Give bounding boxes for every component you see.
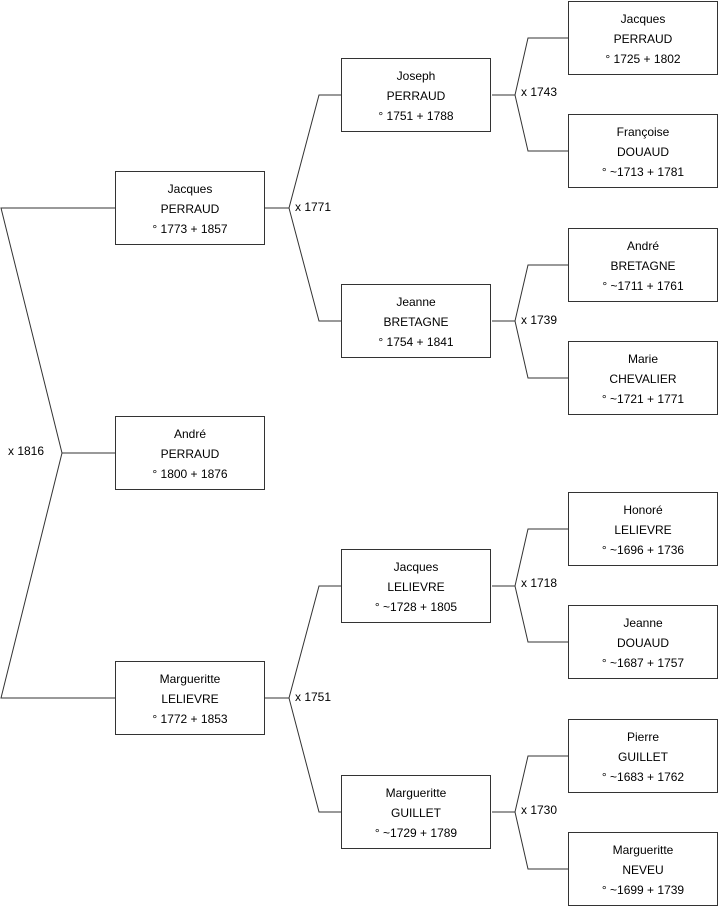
marriage-label-f: x 1771 xyxy=(295,200,332,214)
person-dates: ° ~1729 + 1789 xyxy=(374,826,458,840)
person-last-name: PERRAUD xyxy=(386,89,446,103)
person-dates: ° 1725 + 1802 xyxy=(605,52,681,66)
person-first-name: Margueritte xyxy=(385,786,447,800)
person-last-name: LELIEVRE xyxy=(387,580,445,594)
person-first-name: Françoise xyxy=(616,125,670,139)
person-dates: ° 1751 + 1788 xyxy=(378,109,454,123)
person-first-name: Marie xyxy=(627,352,658,366)
person-box-fff[interactable]: Jacques PERRAUD ° 1725 + 1802 xyxy=(568,1,718,75)
marriage-label-root: x 1816 xyxy=(8,444,45,458)
person-first-name: Honoré xyxy=(623,503,663,517)
person-last-name: NEVEU xyxy=(622,863,664,877)
person-first-name: Joseph xyxy=(396,69,436,83)
person-first-name: André xyxy=(173,427,207,441)
person-box-mmf[interactable]: Pierre GUILLET ° ~1683 + 1762 xyxy=(568,719,718,793)
person-box-mf[interactable]: Jacques LELIEVRE ° ~1728 + 1805 xyxy=(341,549,491,623)
person-box-fmf[interactable]: André BRETAGNE ° ~1711 + 1761 xyxy=(568,228,718,302)
marriage-label-mf: x 1718 xyxy=(521,576,558,590)
person-last-name: DOUAUD xyxy=(616,636,669,650)
person-last-name: GUILLET xyxy=(390,806,441,820)
connector-m-mother xyxy=(288,697,341,813)
connector-ff-father xyxy=(492,37,568,96)
connector-fm-mother xyxy=(514,320,568,379)
person-last-name: PERRAUD xyxy=(613,32,673,46)
person-last-name: PERRAUD xyxy=(160,447,220,461)
person-box-ff[interactable]: Joseph PERRAUD ° 1751 + 1788 xyxy=(341,58,491,132)
person-first-name: André xyxy=(626,239,660,253)
connector-f-father xyxy=(265,94,341,209)
person-dates: ° ~1696 + 1736 xyxy=(601,543,685,557)
connector-mm-father xyxy=(492,755,568,813)
person-dates: ° 1773 + 1857 xyxy=(152,222,228,236)
connector-root-father xyxy=(0,207,115,454)
person-box-father[interactable]: Jacques PERRAUD ° 1773 + 1857 xyxy=(115,171,265,245)
person-dates: ° ~1713 + 1781 xyxy=(601,165,685,179)
person-last-name: CHEVALIER xyxy=(609,372,677,386)
connector-fm-father xyxy=(492,264,568,322)
marriage-label-mm: x 1730 xyxy=(521,803,558,817)
marriage-label-ff: x 1743 xyxy=(521,85,558,99)
person-last-name: BRETAGNE xyxy=(383,315,449,329)
person-dates: ° ~1721 + 1771 xyxy=(601,392,685,406)
person-box-mmm[interactable]: Margueritte NEVEU ° ~1699 + 1739 xyxy=(568,832,718,906)
person-box-fmm[interactable]: Marie CHEVALIER ° ~1721 + 1771 xyxy=(568,341,718,415)
person-first-name: Jacques xyxy=(393,560,439,574)
marriage-label-fm: x 1739 xyxy=(521,313,558,327)
person-first-name: Pierre xyxy=(626,730,659,744)
connector-f-mother xyxy=(288,207,341,322)
connector-mf-father xyxy=(492,528,568,587)
marriage-label-m: x 1751 xyxy=(295,690,332,704)
person-dates: ° 1772 + 1853 xyxy=(152,712,228,726)
person-first-name: Jeanne xyxy=(623,616,663,630)
person-last-name: LELIEVRE xyxy=(614,523,672,537)
person-dates: ° ~1711 + 1761 xyxy=(602,279,684,293)
person-dates: ° ~1687 + 1757 xyxy=(601,656,685,670)
person-box-root[interactable]: André PERRAUD ° 1800 + 1876 xyxy=(115,416,265,490)
person-first-name: Jacques xyxy=(620,12,666,26)
person-box-ffm[interactable]: Françoise DOUAUD ° ~1713 + 1781 xyxy=(568,114,718,188)
person-box-mother[interactable]: Margueritte LELIEVRE ° 1772 + 1853 xyxy=(115,661,265,735)
person-first-name: Jeanne xyxy=(396,295,436,309)
person-box-fm[interactable]: Jeanne BRETAGNE ° 1754 + 1841 xyxy=(341,284,491,358)
person-dates: ° 1800 + 1876 xyxy=(152,467,228,481)
person-dates: ° ~1683 + 1762 xyxy=(601,770,685,784)
person-box-mff[interactable]: Honoré LELIEVRE ° ~1696 + 1736 xyxy=(568,492,718,566)
person-dates: ° 1754 + 1841 xyxy=(378,335,454,349)
person-first-name: Margueritte xyxy=(612,843,674,857)
person-last-name: DOUAUD xyxy=(616,145,669,159)
person-last-name: BRETAGNE xyxy=(610,259,676,273)
connector-root-mother xyxy=(0,452,115,699)
person-dates: ° ~1728 + 1805 xyxy=(374,600,458,614)
person-first-name: Margueritte xyxy=(159,672,221,686)
person-box-mm[interactable]: Margueritte GUILLET ° ~1729 + 1789 xyxy=(341,775,491,849)
connector-m-father xyxy=(265,585,341,699)
connector-ff-mother xyxy=(514,94,568,152)
person-first-name: Jacques xyxy=(167,182,213,196)
person-box-mfm[interactable]: Jeanne DOUAUD ° ~1687 + 1757 xyxy=(568,605,718,679)
connector-mf-mother xyxy=(514,585,568,643)
person-last-name: GUILLET xyxy=(617,750,668,764)
person-last-name: LELIEVRE xyxy=(161,692,219,706)
connector-mm-mother xyxy=(514,811,568,870)
person-last-name: PERRAUD xyxy=(160,202,220,216)
person-dates: ° ~1699 + 1739 xyxy=(601,883,685,897)
